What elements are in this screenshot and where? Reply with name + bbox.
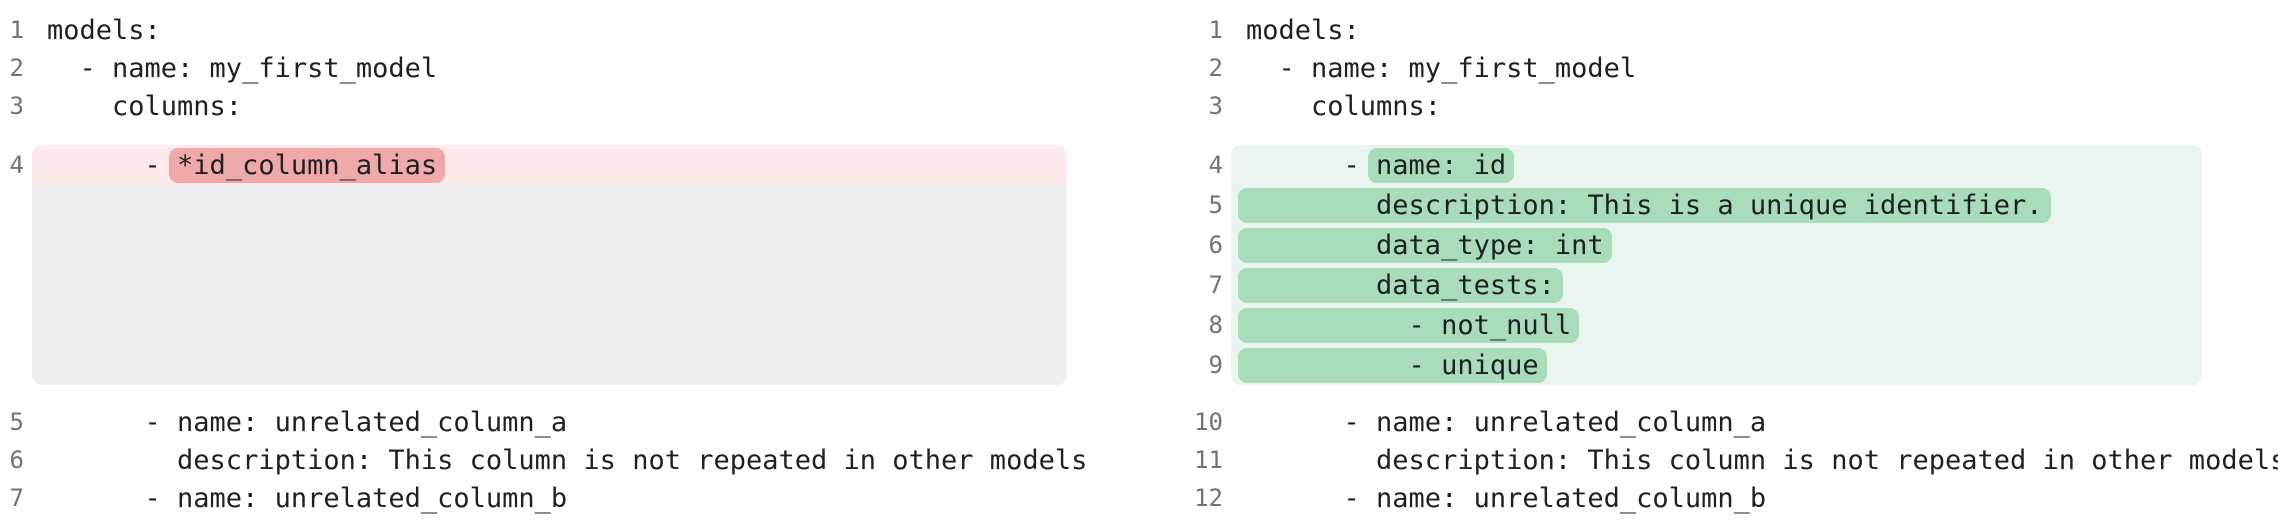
diff-word-highlight: description: This is a unique identifier… — [1238, 187, 2051, 223]
code-line: 2 - name: my_first_model — [0, 49, 1139, 87]
line-number: 10 — [1194, 408, 1223, 436]
code-line: 5 - name: unrelated_column_a — [0, 403, 1139, 441]
line-number: 2 — [1208, 54, 1223, 82]
code-segment: columns: — [1246, 90, 1442, 122]
code-segment: description: This column is not repeated… — [47, 444, 1088, 476]
code-line: 3 columns: — [1139, 87, 2278, 125]
line-number: 6 — [9, 446, 24, 474]
line-number: 5 — [1208, 191, 1223, 219]
code-segment: models: — [47, 14, 161, 46]
code-segment: - — [47, 149, 178, 181]
code-segment: models: — [1246, 14, 1360, 46]
line-number: 2 — [9, 54, 24, 82]
line-number: 6 — [1208, 231, 1223, 259]
code-line: 1 models: — [1139, 11, 2278, 49]
code-segment: - name: unrelated_column_a — [1246, 406, 1767, 438]
code-segment: - name: unrelated_column_b — [1246, 482, 1767, 514]
line-number: 7 — [1208, 271, 1223, 299]
code-text: data_type: int — [1231, 225, 2202, 265]
code-line: 2 - name: my_first_model — [1139, 49, 2278, 87]
code-text: models: — [32, 11, 1067, 49]
line-number: 5 — [9, 408, 24, 436]
code-line: 6 description: This column is not repeat… — [0, 441, 1139, 479]
code-segment: - — [1246, 149, 1377, 181]
filler-block — [32, 185, 1067, 385]
code-line: 10 - name: unrelated_column_a — [1139, 403, 2278, 441]
diff-word-highlight: data_type: int — [1238, 227, 1612, 263]
gutter-spacer — [0, 185, 24, 385]
diff-word-highlight: - not_null — [1238, 307, 1580, 343]
line-number: 1 — [9, 16, 24, 44]
code-text: description: This column is not repeated… — [32, 441, 1087, 479]
diff-word-highlight: *id_column_alias — [169, 147, 446, 183]
diff-word-highlight: name: id — [1368, 147, 1515, 183]
code-text: columns: — [32, 87, 1067, 125]
filler-row — [0, 185, 1139, 385]
code-line: 9 - unique — [1139, 345, 2278, 385]
line-number: 7 — [9, 484, 24, 512]
code-text: - name: id — [1231, 145, 2202, 185]
diff-word-highlight: - unique — [1238, 347, 1547, 383]
line-number: 12 — [1194, 484, 1223, 512]
code-segment: - name: my_first_model — [1246, 52, 1637, 84]
code-text: data_tests: — [1231, 265, 2202, 305]
code-segment: columns: — [47, 90, 243, 122]
code-line: 7 - name: unrelated_column_b — [0, 479, 1139, 517]
line-number: 1 — [1208, 16, 1223, 44]
line-number: 11 — [1194, 446, 1223, 474]
line-number: 9 — [1208, 351, 1223, 379]
code-line: 5 description: This is a unique identifi… — [1139, 185, 2278, 225]
code-line: 4 - *id_column_alias — [0, 145, 1139, 185]
line-number: 8 — [1208, 311, 1223, 339]
code-segment: description: This column is not repeated… — [1246, 444, 2278, 476]
code-line: 8 - not_null — [1139, 305, 2278, 345]
code-line: 6 data_type: int — [1139, 225, 2278, 265]
code-text: - name: my_first_model — [32, 49, 1067, 87]
code-line: 3 columns: — [0, 87, 1139, 125]
code-segment: - name: unrelated_column_b — [47, 482, 568, 514]
code-text: columns: — [1231, 87, 2202, 125]
line-number: 3 — [1208, 92, 1223, 120]
line-number: 4 — [1208, 151, 1223, 179]
code-segment: - name: unrelated_column_a — [47, 406, 568, 438]
code-line: 4 - name: id — [1139, 145, 2278, 185]
code-segment: - name: my_first_model — [47, 52, 438, 84]
line-number: 4 — [9, 151, 24, 179]
code-line: 7 data_tests: — [1139, 265, 2278, 305]
code-line: 12 - name: unrelated_column_b — [1139, 479, 2278, 517]
code-text: models: — [1231, 11, 2202, 49]
line-number: 3 — [9, 92, 24, 120]
code-text: - name: unrelated_column_b — [1231, 479, 2202, 517]
code-line: 1 models: — [0, 11, 1139, 49]
code-text: - name: unrelated_column_b — [32, 479, 1067, 517]
code-text: - name: unrelated_column_a — [32, 403, 1067, 441]
code-text: - not_null — [1231, 305, 2202, 345]
code-text: - name: unrelated_column_a — [1231, 403, 2202, 441]
code-text: - name: my_first_model — [1231, 49, 2202, 87]
code-text: description: This column is not repeated… — [1231, 441, 2278, 479]
code-text: - *id_column_alias — [32, 145, 1067, 185]
code-text: - unique — [1231, 345, 2202, 385]
code-text: description: This is a unique identifier… — [1231, 185, 2202, 225]
code-line: 11 description: This column is not repea… — [1139, 441, 2278, 479]
diff-word-highlight: data_tests: — [1238, 267, 1563, 303]
